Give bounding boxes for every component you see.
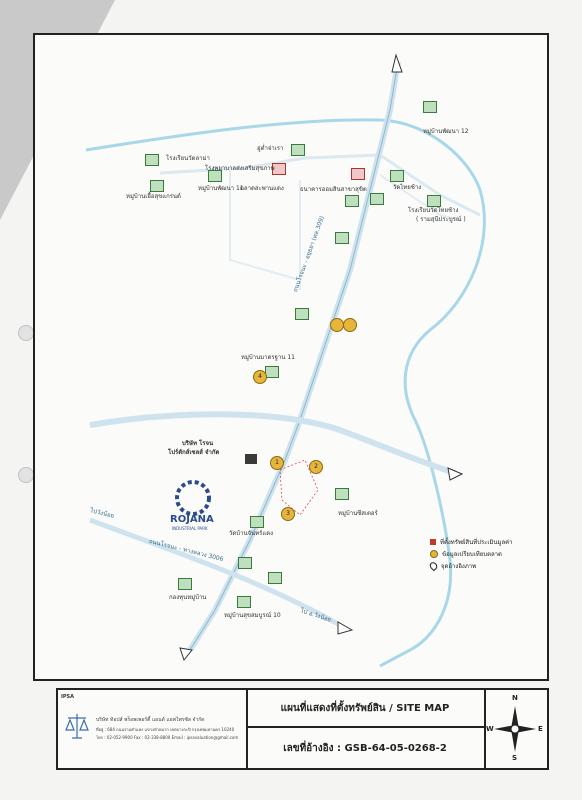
label-village12: หมู่บ้านพัฒนา 12 xyxy=(423,128,469,135)
compass-rose-icon: N S E W xyxy=(484,690,547,768)
shop-icon xyxy=(370,193,384,205)
comparable-coin xyxy=(330,318,344,332)
legend-subject: ที่ตั้งทรัพย์สินที่ประเมินมูลค่า xyxy=(430,537,513,547)
legend-comparable-label: ข้อมูลเปรียบเทียบตลาด xyxy=(442,551,502,558)
arrow-south-east xyxy=(337,621,354,635)
hospital-icon xyxy=(272,163,286,175)
legend-comparable: ข้อมูลเปรียบเทียบตลาด xyxy=(430,549,502,559)
factory-icon xyxy=(238,557,252,569)
road-south-west xyxy=(89,517,342,628)
arrow-south xyxy=(179,647,193,662)
legend-square-icon xyxy=(430,539,436,545)
label-temple: วัดไทยช้าง xyxy=(393,184,422,191)
reference-number: เลขที่อ้างอิง : GSB-64-05-0268-2 xyxy=(283,742,447,754)
company-panel: IPSA บริษัท ท้อปส์ พร็อพเพอร์ตี้ แอนด์ แ… xyxy=(58,690,248,768)
label-company1: บริษัท โรจน xyxy=(182,440,214,447)
ipsa-logo-text: IPSA xyxy=(61,694,74,700)
rojana-logo-sub: INDUSTRIAL PARK xyxy=(172,526,208,531)
school-icon xyxy=(427,195,441,207)
ipsa-logo-icon xyxy=(64,708,89,744)
label-temple-mid: วัดบ้านจันทร์แดง xyxy=(229,530,274,537)
company-contact: โทร : 02-052-9900 Fax : 02-338-8800 Emai… xyxy=(96,735,239,740)
cross-road xyxy=(89,411,456,476)
title-block: IPSA บริษัท ท้อปส์ พร็อพเพอร์ตี้ แอนด์ แ… xyxy=(56,688,549,770)
legend-pin-icon xyxy=(428,560,439,572)
river xyxy=(85,118,486,668)
label-company2: โปร์ดักส์เซลส์ จำกัด xyxy=(168,449,220,456)
label-bank: ธนาคารออมสินสาขาสุขิต xyxy=(300,186,367,193)
village-icon xyxy=(335,488,349,500)
gas-icon xyxy=(295,308,309,320)
label-market: ตลาดสะพานแดง xyxy=(240,185,284,192)
legend-landmark-label: จุดอ้างอิงภาพ xyxy=(441,563,477,570)
label-office: กองทุนหมู่บ้าน xyxy=(169,594,207,601)
village-icon xyxy=(150,180,164,192)
label-bus: อู่ต่ำจ่าเรา xyxy=(257,145,284,152)
label-village-mid: หมู่บ้านมาตรฐาน 11 xyxy=(241,354,295,361)
legend-landmark: จุดอ้างอิงภาพ xyxy=(428,560,477,572)
compass-w: W xyxy=(486,725,494,733)
office-icon xyxy=(178,578,192,590)
label-village11: หมู่บ้านพัฒนา 11 xyxy=(198,185,244,192)
rojana-logo-text: ROJANA xyxy=(170,514,214,525)
comparable-coin xyxy=(343,318,357,332)
temple-icon xyxy=(390,170,404,182)
company-name: บริษัท ท้อปส์ พร็อพเพอร์ตี้ แอนด์ แอพไพร… xyxy=(96,717,205,723)
bus-icon xyxy=(291,144,305,156)
arrow-east xyxy=(447,467,464,481)
map-title: แผนที่แสดงที่ตั้งทรัพย์สิน / SITE MAP xyxy=(246,690,484,728)
label-temple-school: โรงเรียนวัดลาม่า xyxy=(166,155,210,162)
label-village-school: หมู่บ้านเอื้อสุขแกรนด์ xyxy=(126,193,181,200)
temple-icon xyxy=(250,516,264,528)
village-icon xyxy=(237,596,251,608)
label-clinic: โรงพยาบาลส่งเสริมสุขภาพ xyxy=(205,165,275,172)
comparable-marker-1: 1 xyxy=(270,456,284,470)
store-icon xyxy=(335,232,349,244)
legend-circle-icon xyxy=(430,550,438,558)
mall-icon xyxy=(268,572,282,584)
school-icon xyxy=(145,154,159,166)
bank-icon xyxy=(351,168,365,180)
label-school-right2: ( รามสุนีประบูรณ์ ) xyxy=(416,216,466,223)
compass-e: E xyxy=(538,725,543,733)
comparable-marker-3: 3 xyxy=(281,507,295,521)
village-icon xyxy=(208,170,222,182)
company-address: ที่อยู่ : 684 ถนนรามคำแหง แขวงหัวหมาก เข… xyxy=(96,727,235,732)
store-icon xyxy=(345,195,359,207)
comparable-marker-2: 2 xyxy=(309,460,323,474)
title-panel: แผนที่แสดงที่ตั้งทรัพย์สิน / SITE MAP เล… xyxy=(246,690,486,768)
compass-s: S xyxy=(512,754,518,762)
label-village-bottom: หมู่บ้านสุขสมบูรณ์ 10 xyxy=(224,612,281,619)
label-school-right: โรงเรียนวัดไทยช้าง xyxy=(408,207,459,214)
legend-subject-label: ที่ตั้งทรัพย์สินที่ประเมินมูลค่า xyxy=(440,539,513,546)
company-building-icon xyxy=(245,454,257,464)
compass-n: N xyxy=(512,694,518,702)
rojana-gear xyxy=(175,480,211,516)
local-lanes xyxy=(229,170,461,290)
village-icon xyxy=(265,366,279,378)
village-icon xyxy=(423,101,437,113)
arrow-north xyxy=(391,53,403,73)
label-village-right: หมู่บ้านซีสเตอร์ xyxy=(338,510,378,517)
road-north xyxy=(159,153,481,217)
comparable-marker-4: 4 xyxy=(253,370,267,384)
map-frame xyxy=(33,33,549,681)
